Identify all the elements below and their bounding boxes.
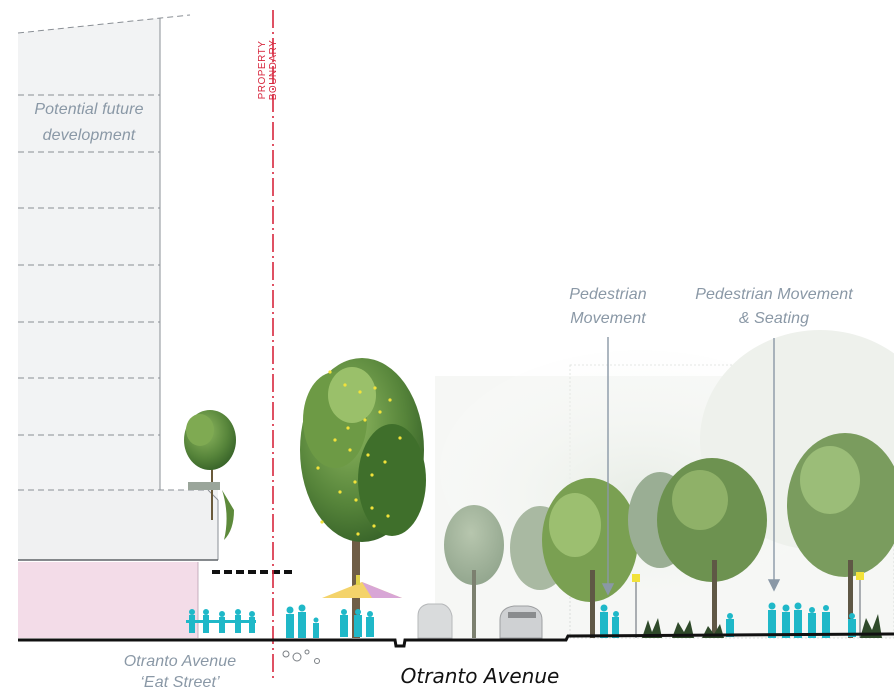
callout-arrows [601, 337, 781, 596]
future-building [17, 14, 219, 638]
eat-street-line1: Otranto Avenue [123, 653, 237, 670]
eat-street-label: Otranto Avenue ‘Eat Street’ [100, 651, 260, 693]
eat-street-line2: ‘Eat Street’ [140, 674, 220, 691]
property-boundary-label: PROPERTY BOUNDARY [257, 10, 279, 130]
pedestrian-seating-label: Pedestrian Movement & Seating [676, 283, 872, 331]
street-tree [300, 358, 426, 638]
street-name-label: Otranto Avenue [400, 664, 560, 688]
pedestrian-movement-line1: Pedestrian [569, 286, 647, 303]
pedestrian-seating-line1: Pedestrian Movement [695, 286, 853, 303]
soil-marks [282, 649, 320, 664]
pedestrian-seating-line2: & Seating [738, 310, 810, 327]
property-boundary-text: PROPERTY BOUNDARY [257, 39, 279, 101]
pedestrian-movement-line2: Movement [570, 310, 646, 327]
future-development-label: Potential future development [16, 97, 162, 149]
background-trees [444, 433, 894, 638]
people-silhouettes [186, 602, 856, 638]
future-development-line1: Potential future [34, 101, 144, 118]
ground-line [18, 632, 894, 648]
festoon-lights [316, 370, 402, 536]
pedestrian-movement-label: Pedestrian Movement [548, 283, 668, 331]
future-development-line2: development [42, 127, 136, 144]
cars [417, 603, 543, 639]
street-lamps [632, 572, 864, 638]
balcony-tree [184, 410, 236, 540]
